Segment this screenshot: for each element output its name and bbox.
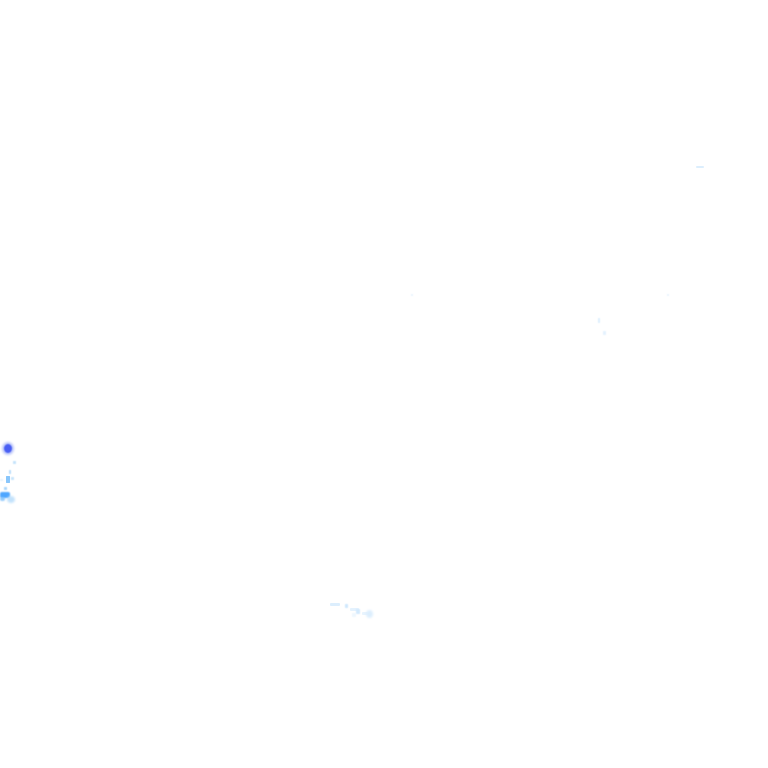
- ink-mark-stray-dash-topright: [696, 166, 704, 168]
- ink-mark-stray-mid-right: [667, 294, 669, 296]
- ink-mark-stray-lower-b: [603, 331, 606, 335]
- ink-mark-stray-mid-left: [411, 294, 413, 296]
- ink-mark-stray-lower-a: [598, 318, 600, 323]
